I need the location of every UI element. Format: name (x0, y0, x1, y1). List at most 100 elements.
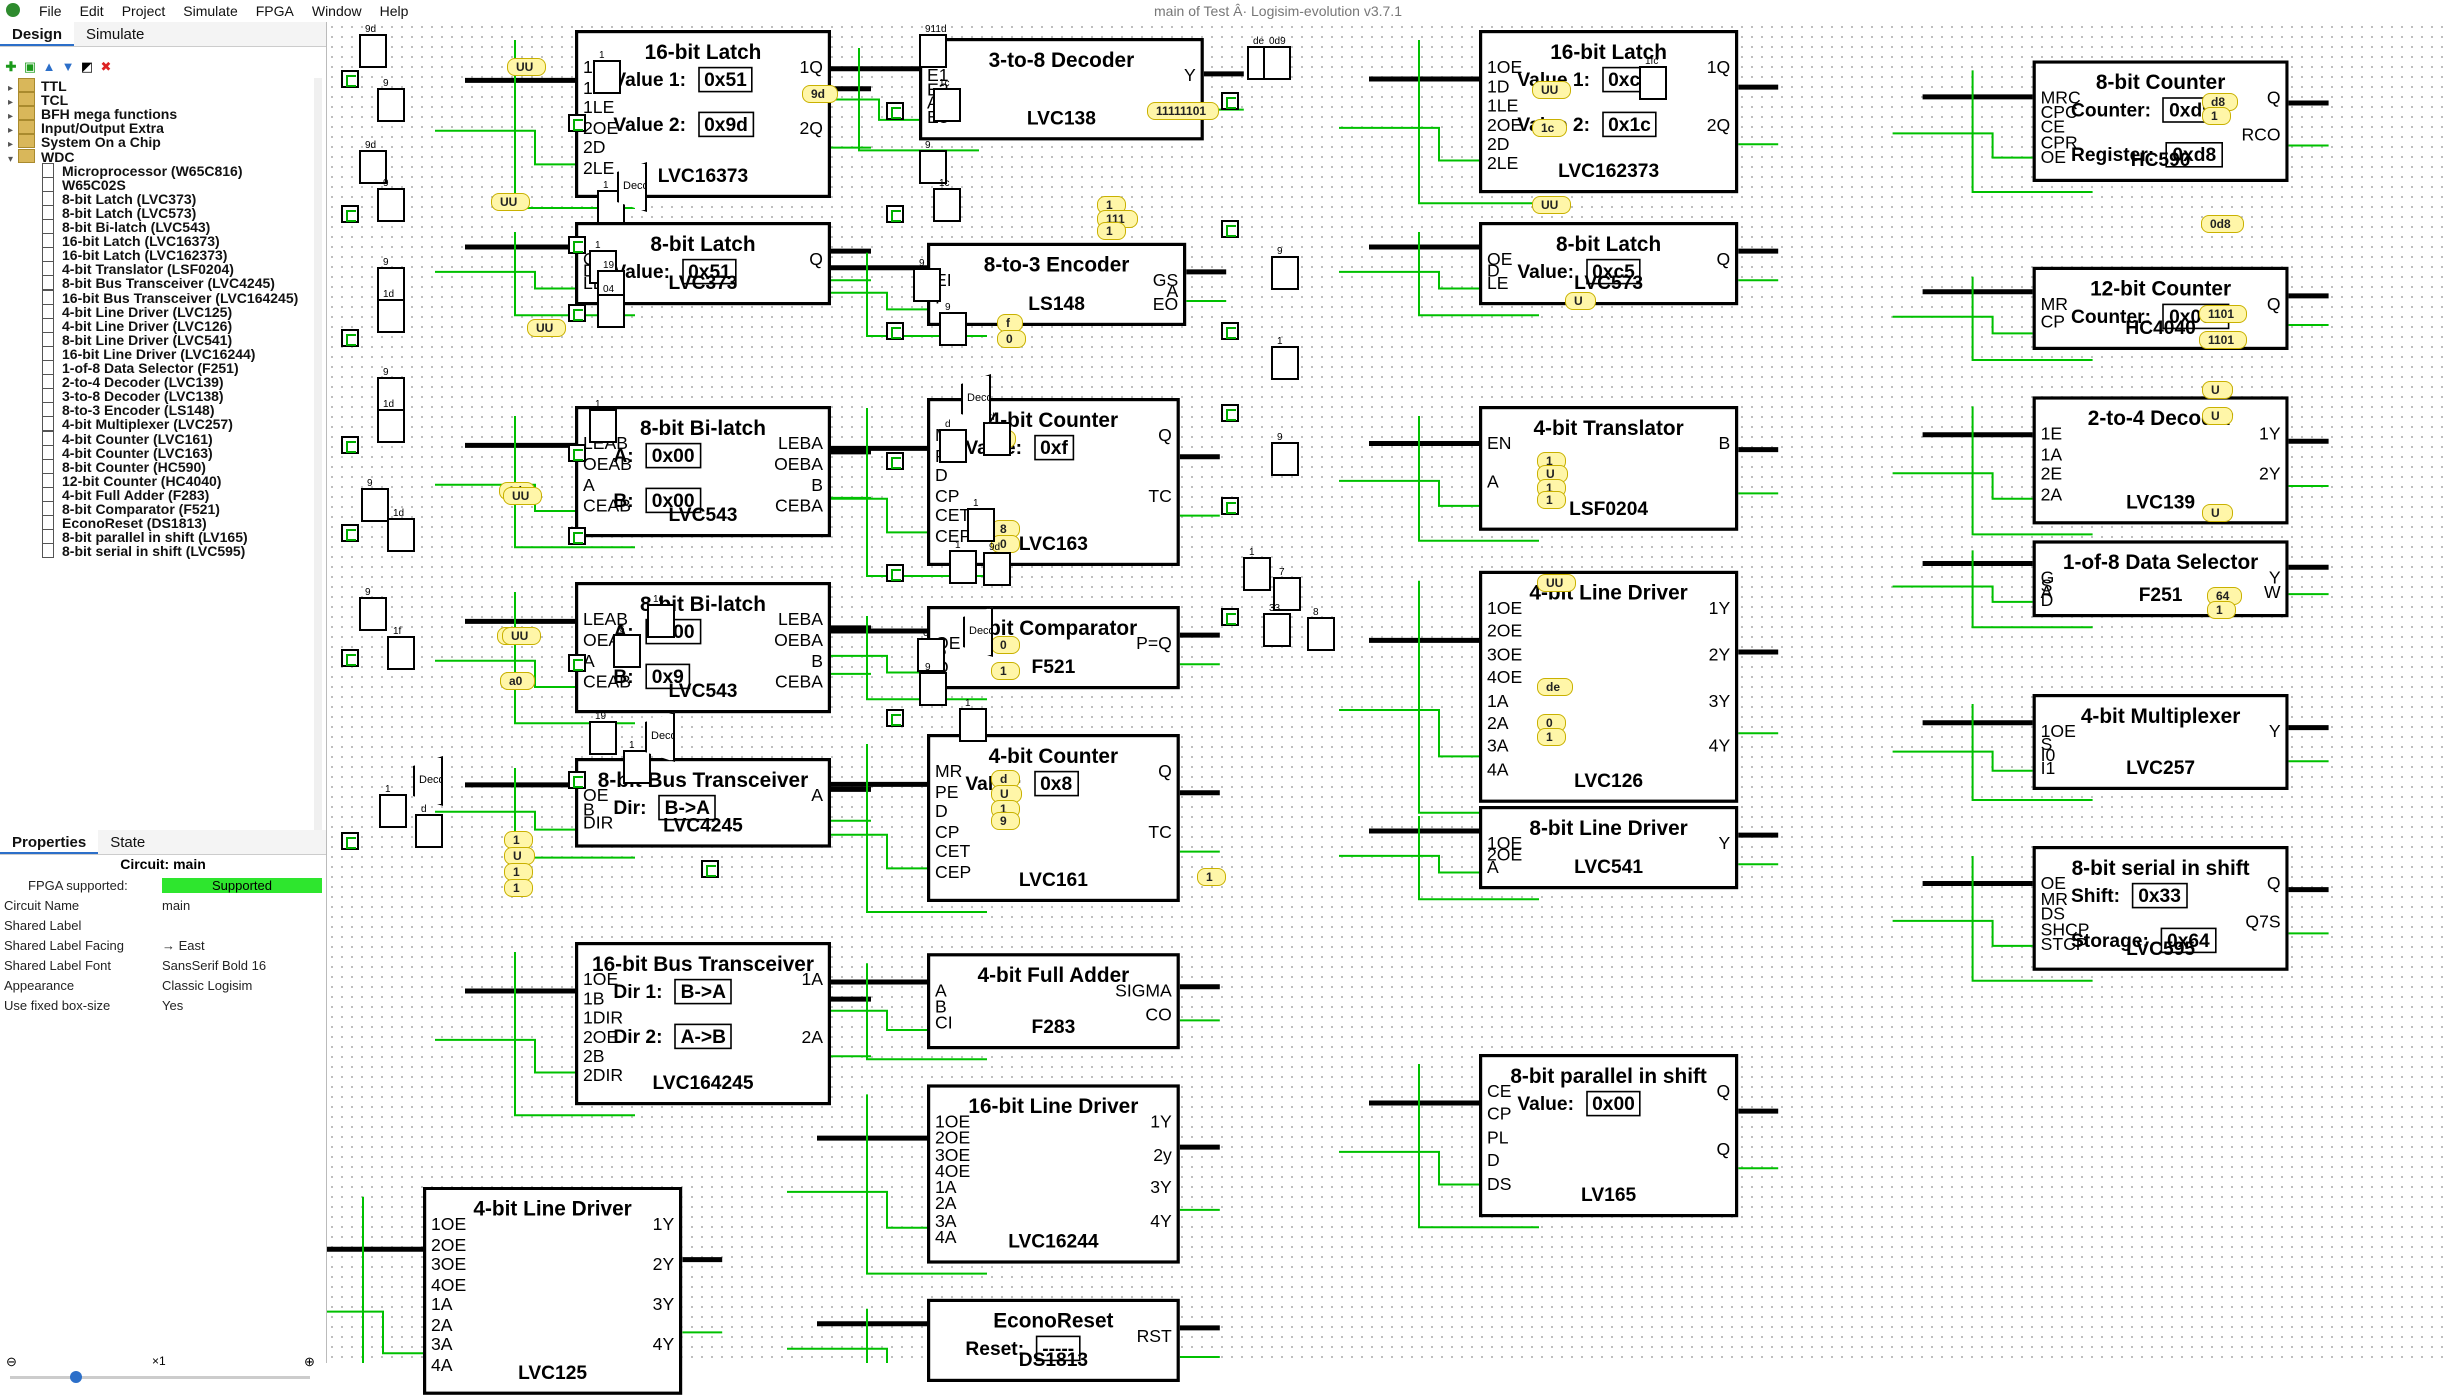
tree-component[interactable]: 8-bit parallel in shift (LV165) (42, 529, 248, 545)
d-flipflop[interactable]: 1 (949, 540, 977, 584)
d-flipflop[interactable]: 1 (623, 740, 651, 784)
expand-icon[interactable]: ▸ (8, 97, 14, 109)
prop-value[interactable]: SansSerif Bold 16 (162, 958, 267, 973)
clock-icon[interactable] (1221, 404, 1239, 422)
clock-icon[interactable] (568, 304, 586, 322)
d-flipflop[interactable]: 9 (919, 140, 947, 184)
prop-label-facing[interactable]: Shared Label Facing→ East (0, 936, 326, 956)
clock-icon[interactable] (568, 654, 586, 672)
tree-component[interactable]: 4-bit Line Driver (LVC126) (42, 317, 232, 334)
tree-component[interactable]: 8-bit Bus Transceiver (LVC4245) (42, 275, 275, 291)
clock-icon[interactable] (568, 527, 586, 545)
tab-design[interactable]: Design (0, 22, 75, 46)
tree-component[interactable]: 8-bit Bi-latch (LVC543) (42, 219, 210, 235)
clock-icon[interactable] (886, 205, 904, 223)
d-flipflop[interactable]: 9 (359, 587, 387, 631)
tree-component[interactable]: 2-to-4 Decoder (LVC139) (42, 374, 224, 390)
tree-component[interactable]: 8-bit Line Driver (LVC541) (42, 331, 232, 348)
clock-icon[interactable] (886, 452, 904, 470)
tree-component[interactable]: 4-bit Full Adder (F283) (42, 486, 209, 503)
tree-component[interactable]: 12-bit Counter (HC4040) (42, 472, 221, 489)
d-flipflop[interactable]: 1 (379, 784, 407, 828)
d-flipflop[interactable]: 0 (917, 628, 945, 672)
d-flipflop[interactable]: 1d (377, 399, 405, 443)
menu-simulate[interactable]: Simulate (183, 3, 238, 19)
tree-folder[interactable]: ▾WDC (8, 148, 74, 165)
prop-value[interactable]: → East (162, 938, 205, 953)
tree-folder[interactable]: ▸TTL (8, 78, 67, 94)
menu-fpga[interactable]: FPGA (255, 3, 294, 19)
zoom-in-icon[interactable]: ⊕ (304, 1354, 315, 1369)
d-flipflop[interactable]: 1d (387, 508, 415, 552)
expand-icon[interactable]: ▸ (8, 111, 14, 123)
menu-window[interactable]: Window (311, 3, 362, 19)
tree-component[interactable]: 8-bit Comparator (F521) (42, 501, 220, 517)
d-flipflop[interactable]: 04 (597, 284, 625, 328)
tree-component[interactable]: Microprocessor (W65C816) (42, 162, 243, 179)
clock-icon[interactable] (341, 832, 359, 850)
d-flipflop[interactable]: 9d (359, 24, 387, 68)
prop-value[interactable]: Classic Logisim (162, 978, 253, 993)
zoom-out-icon[interactable]: ⊖ (6, 1354, 17, 1369)
d-flipflop[interactable]: 9d (359, 140, 387, 184)
delete-icon[interactable]: ✖ (100, 59, 112, 74)
clock-icon[interactable] (1221, 322, 1239, 340)
tab-state[interactable]: State (110, 834, 146, 851)
tree-scrollbar[interactable] (314, 78, 322, 838)
d-flipflop[interactable]: 9 (913, 258, 941, 302)
tree-component[interactable]: 16-bit Latch (LVC162373) (42, 247, 227, 263)
collapse-icon[interactable]: ▾ (8, 153, 14, 165)
clock-icon[interactable] (568, 236, 586, 254)
d-flipflop[interactable]: 9d (983, 542, 1011, 586)
tree-component[interactable]: 16-bit Latch (LVC16373) (42, 233, 220, 249)
clock-icon[interactable] (886, 564, 904, 582)
d-flipflop[interactable]: 1fc (1639, 56, 1667, 100)
d-flipflop[interactable]: 9 (377, 178, 405, 222)
circuit-component[interactable]: 8-to-3 EncoderLS148EIIGSAEO (927, 242, 1187, 326)
d-flipflop[interactable]: d (983, 412, 1011, 456)
tree-component[interactable]: 16-bit Line Driver (LVC16244) (42, 345, 255, 362)
d-flipflop[interactable]: 9 (361, 478, 389, 522)
prop-value[interactable]: Yes (162, 998, 184, 1013)
menu-file[interactable]: File (39, 3, 62, 19)
d-flipflop[interactable]: 9 (919, 662, 947, 706)
tree-component[interactable]: 8-bit serial in shift (LVC595) (42, 543, 245, 559)
d-flipflop[interactable]: 1 (959, 698, 987, 742)
tab-simulate[interactable]: Simulate (86, 26, 145, 43)
d-flipflop[interactable]: 911d (919, 24, 947, 68)
add-vhdl-icon[interactable]: ▣ (23, 59, 37, 74)
clock-icon[interactable] (701, 860, 719, 878)
clock-icon[interactable] (1221, 220, 1239, 238)
tree-component[interactable]: 4-bit Counter (LVC163) (42, 444, 213, 461)
clock-icon[interactable] (341, 524, 359, 542)
clock-icon[interactable] (341, 649, 359, 667)
menu-edit[interactable]: Edit (79, 3, 104, 19)
tree-component[interactable]: 8-bit Latch (LVC573) (42, 204, 196, 221)
d-flipflop[interactable]: 1 (589, 399, 617, 443)
d-flipflop[interactable]: 9 (1271, 246, 1299, 290)
tree-folder[interactable]: ▸System On a Chip (8, 134, 161, 150)
d-flipflop[interactable]: 1c (933, 178, 961, 222)
clock-icon[interactable] (886, 102, 904, 120)
tree-component[interactable]: W65C02S (42, 176, 126, 193)
d-flipflop[interactable]: 1c (647, 594, 675, 638)
move-down-icon[interactable]: ▼ (61, 59, 75, 74)
d-flipflop[interactable]: 1 (593, 50, 621, 94)
